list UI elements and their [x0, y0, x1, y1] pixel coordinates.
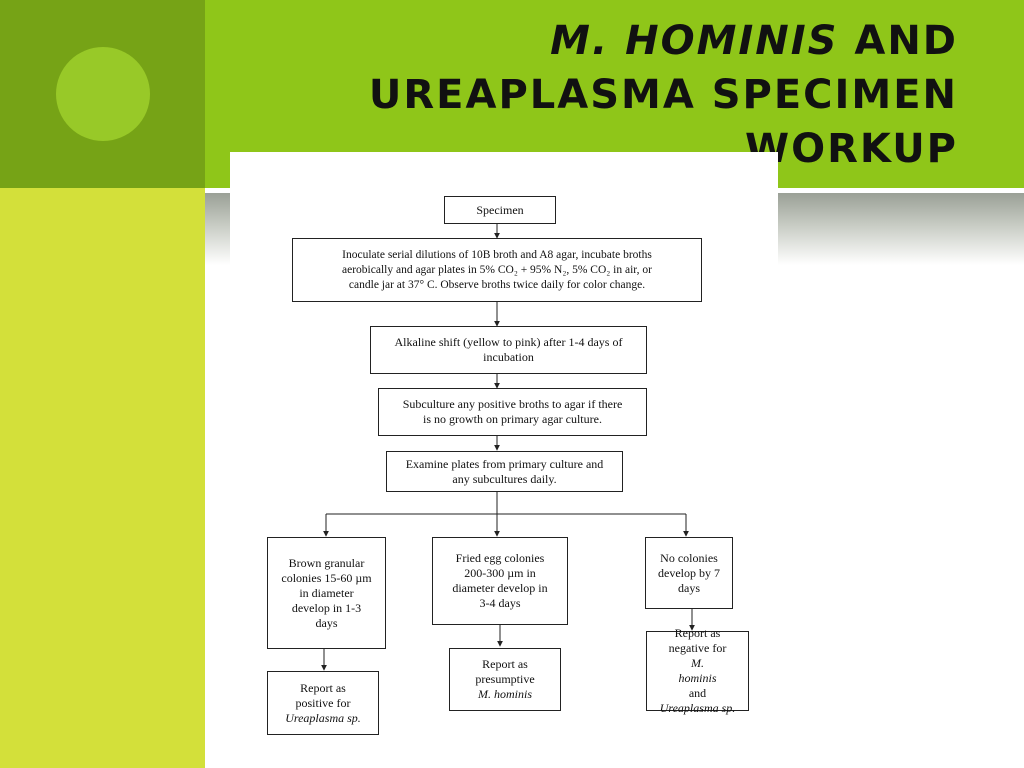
title-line-3: WORKUP [744, 126, 958, 172]
box-inoculate: Inoculate serial dilutions of 10B broth … [292, 238, 702, 302]
box-report-negative: Report as negative for M. hominis and Ur… [646, 626, 749, 715]
decorative-circle [56, 47, 150, 141]
box-alkaline: Alkaline shift (yellow to pink) after 1-… [370, 326, 647, 374]
box-fried-egg-colonies: Fried egg colonies 200-300 µm in diamete… [432, 537, 568, 625]
box-subculture: Subculture any positive broths to agar i… [378, 388, 647, 436]
flowchart-figure: Specimen Inoculate serial dilutions of 1… [230, 152, 778, 768]
title-organism: M. HOMINIS [550, 18, 839, 64]
box-specimen: Specimen [444, 196, 556, 224]
box-examine: Examine plates from primary culture and … [386, 451, 623, 492]
box-no-colonies: No colonies develop by 7 days [645, 537, 733, 609]
title-line-2: UREAPLASMA SPECIMEN [368, 72, 958, 118]
box-report-ureaplasma: Report as positive for Ureaplasma sp. [267, 671, 379, 735]
box-report-hominis: Report as presumptive M. hominis [449, 648, 561, 711]
left-sidebar-band [0, 188, 205, 768]
slide-title: M. HOMINIS AND UREAPLASMA SPECIMEN WORKU… [318, 14, 958, 176]
box-brown-colonies: Brown granular colonies 15-60 µm in diam… [267, 537, 386, 649]
title-and: AND [838, 18, 958, 64]
flowchart-connectors [321, 224, 695, 671]
